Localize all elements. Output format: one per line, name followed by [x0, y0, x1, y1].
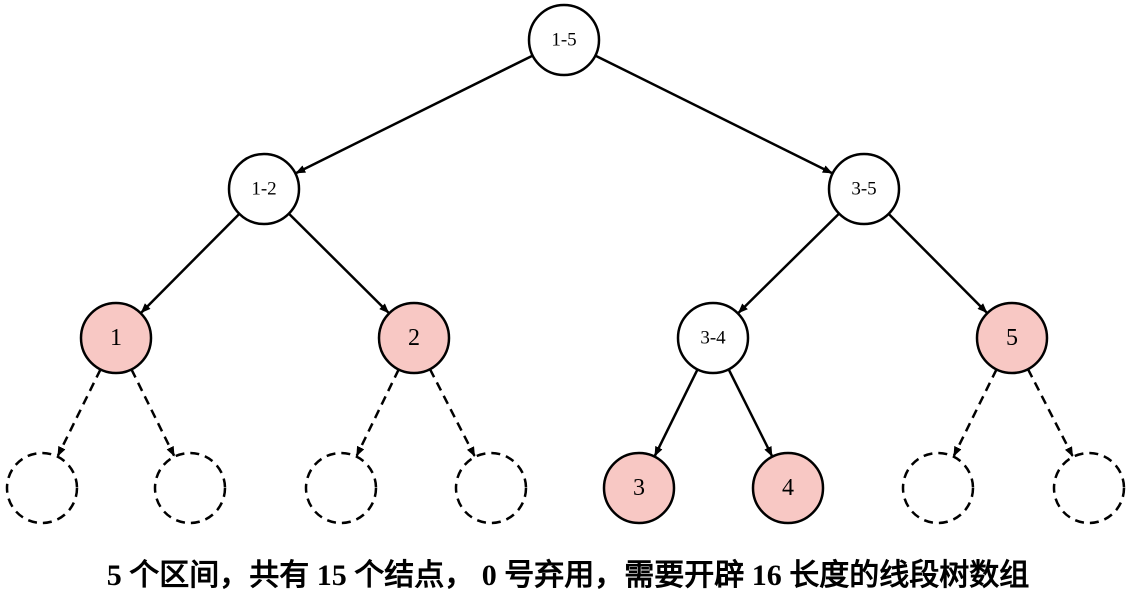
tree-node-3: 3-5	[827, 152, 901, 226]
nodes-layer: 1-5 1-2 3-5 1 2 3-4 5 3 4	[5, 3, 1126, 525]
edges-layer	[56, 54, 1074, 457]
node-circle	[527, 3, 601, 77]
tree-node-15	[1052, 451, 1126, 525]
tree-node-11	[454, 451, 528, 525]
node-circle	[304, 451, 378, 525]
edge-n1-n3	[594, 54, 833, 175]
edge-n7-n14	[952, 368, 998, 457]
node-label: 2	[408, 325, 420, 351]
edge-n5-n11	[428, 368, 476, 457]
segment-tree-diagram: 1-5 1-2 3-5 1 2 3-4 5 3 4	[5, 3, 1126, 525]
node-circle	[676, 301, 750, 375]
node-label: 3-4	[700, 328, 726, 349]
node-label: 3	[633, 475, 645, 501]
tree-node-6: 3-4	[676, 301, 750, 375]
node-label: 5	[1006, 325, 1018, 351]
tree-node-10	[304, 451, 378, 525]
tree-node-12: 3	[602, 451, 676, 525]
tree-node-8	[5, 451, 79, 525]
node-circle	[5, 451, 79, 525]
node-circle	[901, 451, 975, 525]
node-circle	[602, 451, 676, 525]
edge-n3-n7	[887, 212, 988, 314]
node-circle	[751, 451, 825, 525]
tree-node-13: 4	[751, 451, 825, 525]
edge-n5-n10	[355, 368, 400, 457]
edge-n4-n9	[130, 368, 176, 457]
caption: 5 个区间，共有 15 个结点， 0 号弃用，需要开辟 16 长度的线段树数组	[106, 559, 1030, 592]
edge-n2-n5	[287, 212, 390, 314]
edge-n2-n4	[140, 212, 241, 314]
node-label: 4	[782, 475, 794, 501]
node-circle	[377, 301, 451, 375]
node-label: 1-2	[251, 179, 276, 200]
edge-n1-n2	[295, 54, 534, 175]
tree-node-4: 1	[79, 301, 153, 375]
edge-n4-n8	[56, 368, 102, 457]
node-label: 1	[110, 325, 122, 351]
edge-n6-n12	[653, 368, 699, 457]
tree-node-7: 5	[975, 301, 1049, 375]
node-circle	[1052, 451, 1126, 525]
node-circle	[227, 152, 301, 226]
tree-node-2: 1-2	[227, 152, 301, 226]
tree-node-9	[153, 451, 227, 525]
node-circle	[79, 301, 153, 375]
node-label: 1-5	[551, 30, 576, 51]
edge-n6-n13	[727, 368, 774, 457]
node-circle	[827, 152, 901, 226]
node-circle	[153, 451, 227, 525]
edge-n3-n6	[737, 212, 840, 314]
tree-node-5: 2	[377, 301, 451, 375]
tree-node-1: 1-5	[527, 3, 601, 77]
node-circle	[454, 451, 528, 525]
edge-n7-n15	[1026, 368, 1074, 457]
tree-node-14	[901, 451, 975, 525]
node-circle	[975, 301, 1049, 375]
node-label: 3-5	[851, 179, 876, 200]
